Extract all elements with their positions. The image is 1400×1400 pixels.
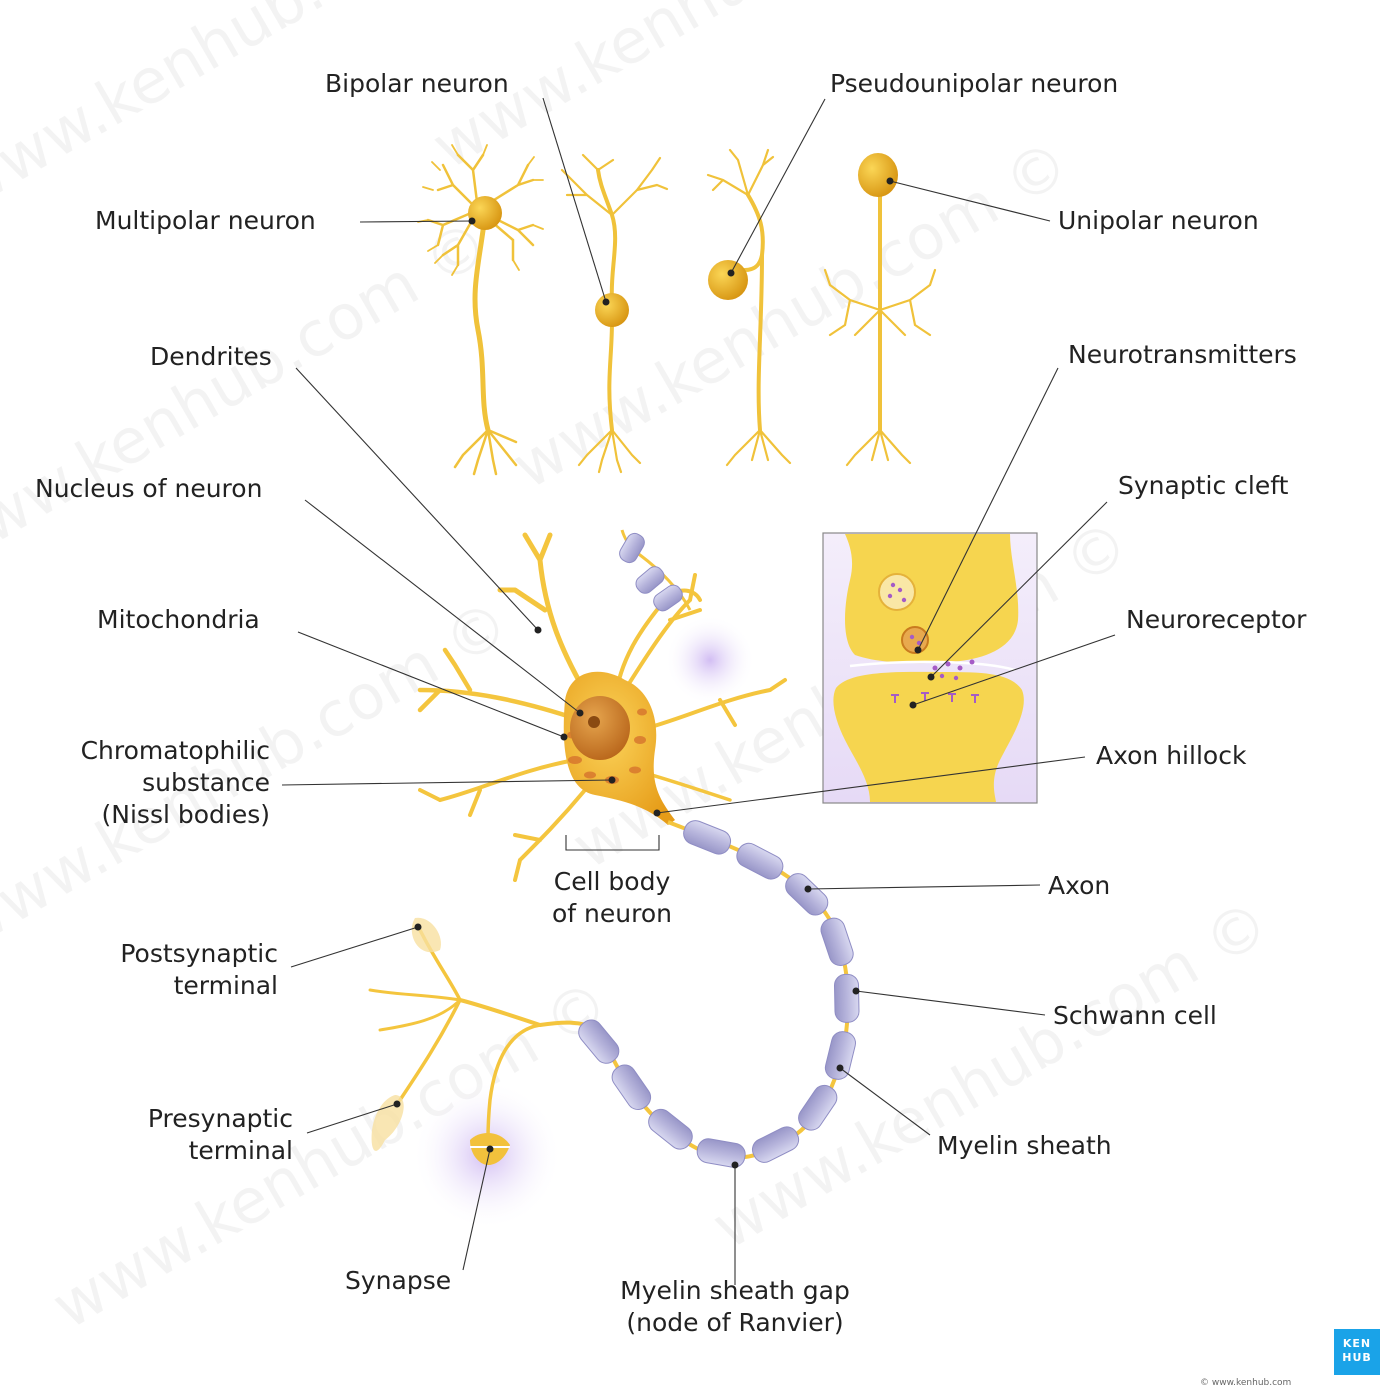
main-dendrites [417, 532, 787, 882]
label-myelin-sheath: Myelin sheath [937, 1131, 1112, 1160]
label-chromatophilic-line2: substance [142, 768, 270, 797]
logo-line1: KEN [1342, 1337, 1372, 1350]
label-axon-hillock: Axon hillock [1096, 741, 1247, 770]
presynaptic-terminal-figure [371, 1095, 404, 1151]
glow [665, 615, 755, 705]
label-postsynaptic-line2: terminal [173, 971, 278, 1000]
label-multipolar-neuron: Multipolar neuron [95, 206, 316, 235]
label-node-line1: Myelin sheath gap [620, 1276, 850, 1305]
label-cell-body-line2: of neuron [552, 899, 672, 928]
copyright-text: © www.kenhub.com [1200, 1378, 1292, 1388]
label-bipolar-neuron: Bipolar neuron [325, 69, 509, 98]
label-synapse: Synapse [345, 1266, 452, 1295]
myelin-segment [798, 1084, 838, 1131]
multipolar-neuron-figure [417, 144, 544, 476]
label-mitochondria: Mitochondria [97, 605, 260, 634]
label-neuroreceptor: Neuroreceptor [1126, 605, 1307, 634]
myelin-segment [833, 973, 860, 1023]
myelin-segment [824, 1031, 856, 1080]
label-node-line2: (node of Ranvier) [626, 1308, 844, 1337]
myelin-segment [820, 917, 854, 966]
myelin-segment [648, 1108, 693, 1150]
nucleolus [588, 716, 600, 728]
label-schwann-cell: Schwann cell [1053, 1001, 1217, 1030]
kenhub-logo: KEN HUB [1334, 1329, 1380, 1375]
label-presynaptic-line2: terminal [188, 1136, 293, 1165]
leader-lines [281, 97, 1116, 1285]
myelin-segment [683, 820, 732, 855]
label-dendrites: Dendrites [150, 342, 272, 371]
myelin-segment [785, 873, 829, 916]
pseudounipolar-neuron-figure [706, 148, 792, 467]
label-chromatophilic-substance: Chromatophilic substance (Nissl bodies) [30, 735, 270, 831]
myelin-segment [611, 1064, 652, 1110]
label-chromatophilic-line3: (Nissl bodies) [101, 800, 270, 829]
myelin-segment [653, 584, 683, 612]
label-pseudounipolar-neuron: Pseudounipolar neuron [830, 69, 1119, 98]
label-synaptic-cleft: Synaptic cleft [1118, 471, 1289, 500]
label-unipolar-neuron: Unipolar neuron [1058, 206, 1259, 235]
label-presynaptic-terminal: Presynaptic terminal [80, 1103, 293, 1167]
myelin-segment [635, 566, 665, 594]
label-cell-body: Cell body of neuron [522, 866, 702, 930]
bipolar-neuron-figure [560, 153, 669, 474]
myelin-segment [578, 1019, 620, 1064]
postsynaptic-terminal-figure [411, 917, 441, 953]
label-cell-body-line1: Cell body [553, 867, 671, 896]
synapse-inset [822, 532, 1038, 804]
myelin-segment [696, 1138, 746, 1168]
label-postsynaptic-terminal: Postsynaptic terminal [60, 938, 278, 1002]
label-node-of-ranvier: Myelin sheath gap (node of Ranvier) [595, 1275, 875, 1339]
logo-line2: HUB [1342, 1351, 1372, 1364]
myelin-segment [751, 1126, 800, 1163]
myelin-segments [578, 532, 860, 1168]
leader-dots [393, 177, 935, 1169]
nucleus-figure [570, 696, 630, 760]
label-chromatophilic-line1: Chromatophilic [80, 736, 270, 765]
label-neurotransmitters: Neurotransmitters [1068, 340, 1297, 369]
label-presynaptic-line1: Presynaptic [147, 1104, 293, 1133]
myelin-segment [619, 532, 645, 564]
terminal-branches [368, 928, 542, 1142]
label-axon: Axon [1048, 871, 1111, 900]
label-postsynaptic-line1: Postsynaptic [120, 939, 278, 968]
unipolar-neuron-figure [823, 153, 937, 467]
myelin-segment [736, 842, 784, 880]
label-nucleus: Nucleus of neuron [35, 474, 263, 503]
